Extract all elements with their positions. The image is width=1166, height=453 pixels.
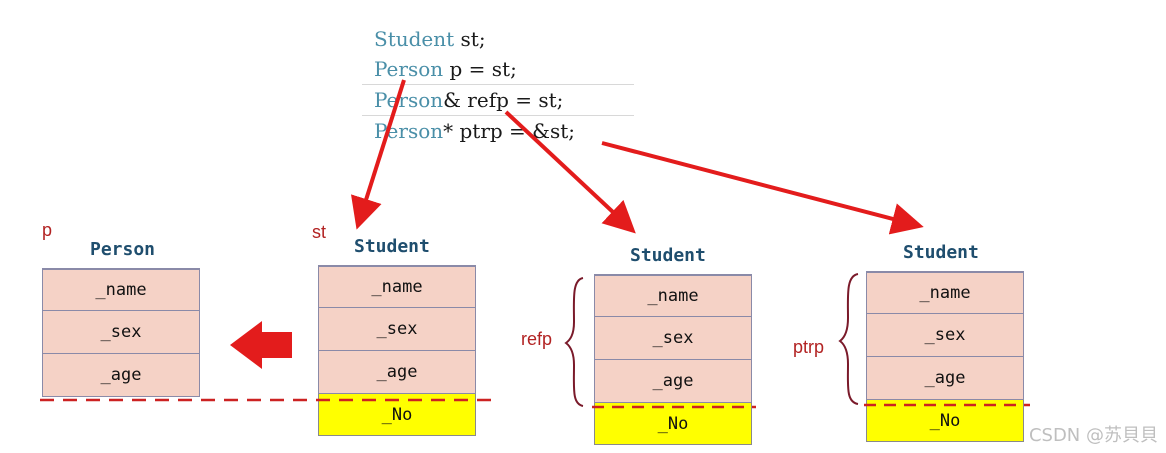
- field-cell: _sex: [594, 317, 752, 360]
- title-person: Person: [90, 239, 156, 260]
- arrow-st-to-student: [350, 79, 406, 230]
- brace-refp: [564, 277, 584, 407]
- arrow-refp-to-student: [504, 110, 636, 234]
- title-student-st: Student: [354, 236, 430, 257]
- field-cell: _age: [866, 357, 1024, 400]
- field-cell: _name: [594, 274, 752, 317]
- field-cell: _name: [318, 265, 476, 308]
- field-cell: _age: [318, 351, 476, 394]
- watermark: CSDN @苏貝貝: [1028, 425, 1158, 446]
- title-student-refp: Student: [630, 245, 706, 266]
- code-rest: st;: [454, 27, 486, 51]
- code-type: Person: [374, 88, 444, 112]
- field-cell-no: _No: [866, 400, 1024, 442]
- code-line-3: Person& refp = st;: [362, 84, 634, 115]
- code-line-4: Person* ptrp = &st;: [362, 115, 634, 146]
- code-type: Student: [374, 27, 455, 51]
- code-line-1: Student st;: [362, 24, 634, 54]
- var-label-ptrp: ptrp: [793, 337, 825, 357]
- var-label-p: p: [42, 220, 53, 240]
- code-rest: & refp = st;: [443, 88, 564, 112]
- object-refp: _name _sex _age _No: [594, 274, 752, 445]
- field-cell: _sex: [866, 314, 1024, 357]
- field-cell-no: _No: [594, 403, 752, 445]
- slicing-arrow-icon: [230, 321, 292, 369]
- code-block: Student st; Person p = st; Person& refp …: [362, 24, 634, 146]
- code-rest: * ptrp = &st;: [443, 119, 576, 143]
- object-ptrp: _name _sex _age _No: [866, 271, 1024, 442]
- field-cell: _age: [42, 354, 200, 397]
- var-label-refp: refp: [521, 329, 553, 349]
- field-cell: _name: [42, 268, 200, 311]
- object-p: _name _sex _age: [42, 268, 200, 397]
- title-student-ptrp: Student: [903, 242, 979, 263]
- field-cell: _sex: [318, 308, 476, 351]
- brace-ptrp: [838, 273, 859, 405]
- field-cell: _name: [866, 271, 1024, 314]
- var-label-st: st: [312, 222, 327, 242]
- code-type: Person: [374, 57, 444, 81]
- object-st: _name _sex _age _No: [318, 265, 476, 436]
- arrow-ptrp-to-student: [601, 141, 924, 235]
- field-cell: _sex: [42, 311, 200, 354]
- code-rest: p = st;: [443, 57, 517, 81]
- code-line-2: Person p = st;: [362, 54, 634, 84]
- field-cell: _age: [594, 360, 752, 403]
